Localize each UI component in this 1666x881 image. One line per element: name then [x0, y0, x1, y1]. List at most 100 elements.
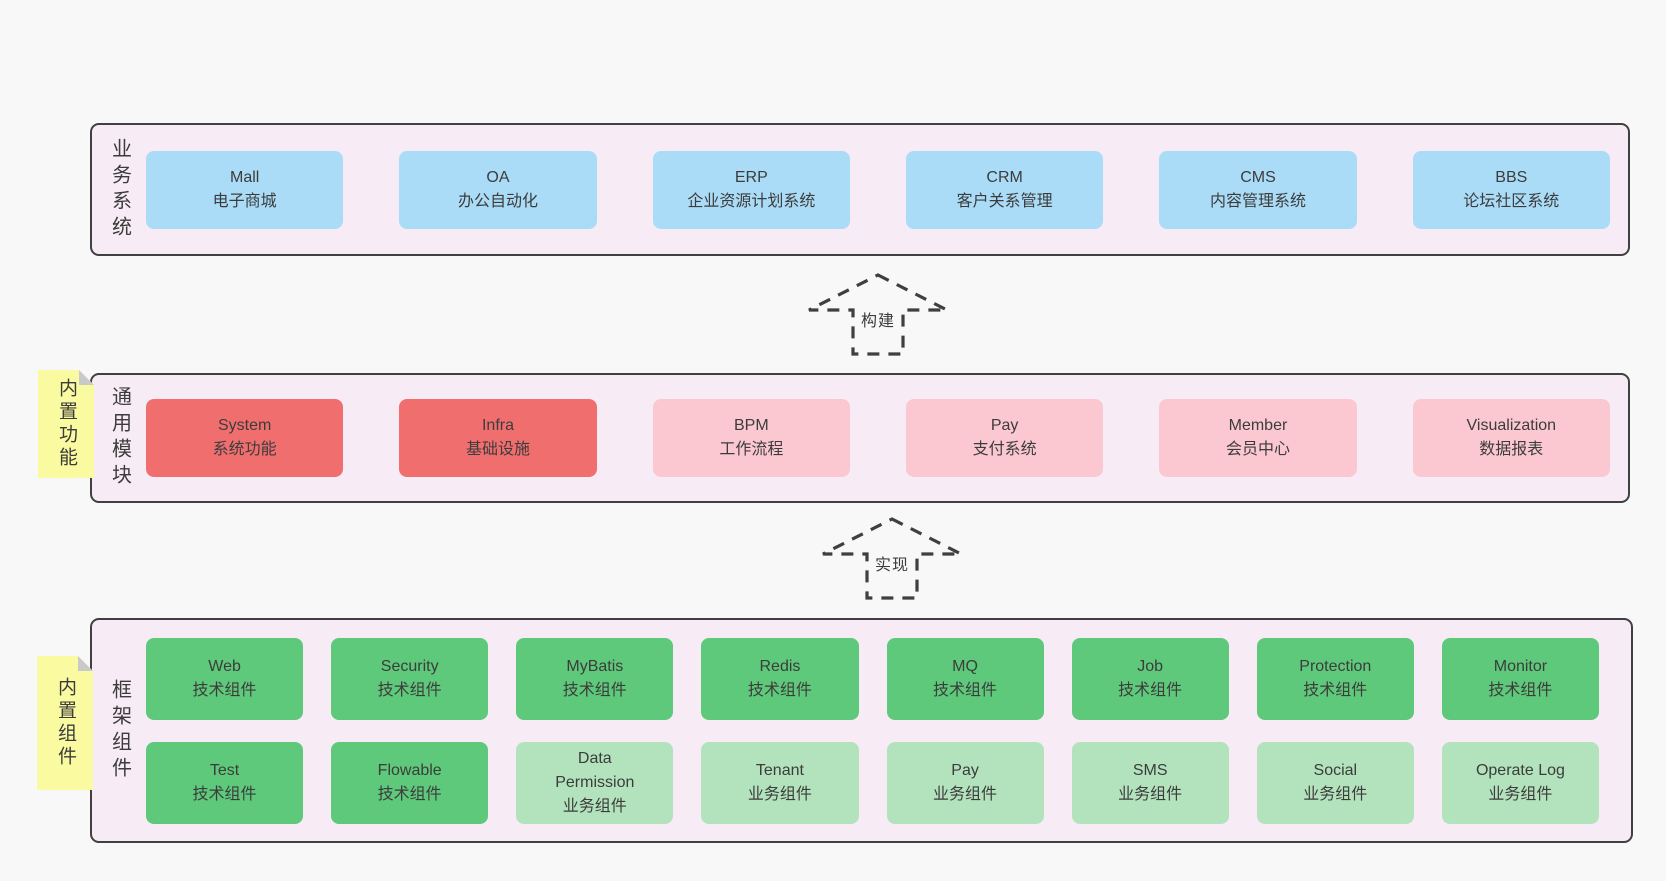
box-job: Job 技术组件 [1071, 637, 1229, 720]
box-title: Security [380, 657, 439, 675]
business-systems-row: Mall 电子商城 OA 办公自动化 ERP 企业资源计划系统 CRM 客户关系… [146, 150, 1610, 229]
arrow-label-build: 构建 [856, 306, 900, 332]
framework-components-grid: Web 技术组件 Security 技术组件 MyBatis 技术组件 Redi… [146, 637, 1599, 824]
box-subtitle: 支付系统 [972, 441, 1037, 458]
box-subtitle: 业务组件 [1303, 785, 1368, 803]
box-mq: MQ 技术组件 [886, 637, 1044, 720]
box-monitor: Monitor 技术组件 [1441, 637, 1599, 720]
band-label-common-modules: 通用模块 [92, 386, 146, 490]
box-subtitle: 基础设施 [465, 441, 530, 458]
box-title: MQ [952, 657, 978, 675]
box-subtitle: 业务组件 [933, 785, 998, 803]
sticky-note-text: 内置组件 [54, 677, 76, 769]
box-social: Social 业务组件 [1256, 741, 1414, 824]
box-subtitle: 系统功能 [212, 441, 277, 458]
dashed-up-arrow-implement: 实现 [820, 517, 964, 601]
box-title: BPM [733, 417, 769, 434]
common-modules-row: System 系统功能 Infra 基础设施 BPM 工作流程 Pay 支付系统… [146, 399, 1610, 477]
sticky-note-text: 内置功能 [55, 378, 77, 470]
box-title: Test [209, 761, 240, 779]
box-subtitle: 技术组件 [933, 681, 998, 699]
box-title: ERP [734, 168, 768, 186]
box-sms: SMS 业务组件 [1071, 741, 1229, 824]
box-subtitle: 业务组件 [1488, 785, 1553, 803]
box-operate-log: Operate Log 业务组件 [1441, 741, 1599, 824]
box-title: Operate Log [1475, 761, 1565, 779]
box-title: Member [1228, 417, 1288, 434]
box-title: CMS [1240, 168, 1276, 186]
band-common-modules: 通用模块 System 系统功能 Infra 基础设施 BPM 工作流程 Pay… [90, 373, 1630, 503]
box-subtitle: 技术组件 [1303, 681, 1368, 699]
box-subtitle: 技术组件 [377, 785, 442, 803]
box-title: Protection [1299, 657, 1372, 675]
box-title: BBS [1495, 168, 1528, 186]
box-test: Test 技术组件 [146, 741, 304, 824]
box-title: Job [1137, 657, 1164, 675]
box-title: Infra [481, 417, 514, 434]
box-subtitle: 客户关系管理 [956, 192, 1053, 210]
box-pay-component: Pay 业务组件 [886, 741, 1044, 824]
box-bpm: BPM 工作流程 [652, 399, 850, 477]
framework-components-row-2: Test 技术组件 Flowable 技术组件 Data Permission … [146, 741, 1599, 824]
box-visualization: Visualization 数据报表 [1412, 399, 1610, 477]
box-subtitle: 论坛社区系统 [1463, 192, 1560, 210]
box-data-permission: Data Permission 业务组件 [516, 741, 674, 824]
box-title: Monitor [1493, 657, 1548, 675]
sticky-note-builtin-components: 内置组件 [37, 656, 93, 790]
box-title: Pay [951, 761, 979, 779]
box-security: Security 技术组件 [331, 637, 489, 720]
dashed-up-arrow-build: 构建 [806, 273, 950, 357]
box-title: OA [486, 168, 510, 186]
box-member: Member 会员中心 [1159, 399, 1357, 477]
box-crm: CRM 客户关系管理 [905, 150, 1104, 229]
box-subtitle: 业务组件 [747, 785, 812, 803]
box-title: Web [208, 657, 241, 675]
box-subtitle: 技术组件 [192, 785, 257, 803]
box-redis: Redis 技术组件 [701, 637, 859, 720]
box-title: SMS [1132, 761, 1168, 779]
box-subtitle: 业务组件 [1118, 785, 1183, 803]
band-label-business-systems: 业务系统 [92, 138, 146, 242]
folded-corner-icon [78, 656, 93, 671]
box-subtitle: 企业资源计划系统 [687, 192, 816, 210]
box-title: Visualization [1466, 417, 1557, 434]
box-protection: Protection 技术组件 [1256, 637, 1414, 720]
up-arrow-icon [808, 273, 948, 356]
box-cms: CMS 内容管理系统 [1159, 150, 1357, 229]
box-subtitle: 数据报表 [1479, 441, 1544, 458]
box-subtitle: 工作流程 [719, 441, 784, 458]
band-business-systems: 业务系统 Mall 电子商城 OA 办公自动化 ERP 企业资源计划系统 CRM… [90, 123, 1630, 256]
box-subtitle: 内容管理系统 [1209, 192, 1306, 210]
box-subtitle: 技术组件 [377, 681, 442, 699]
box-subtitle: 办公自动化 [457, 192, 538, 210]
up-arrow-icon [822, 517, 962, 600]
box-title: Pay [990, 417, 1019, 434]
box-pay: Pay 支付系统 [905, 399, 1104, 477]
band-label-framework-components: 框架组件 [92, 679, 146, 783]
box-erp: ERP 企业资源计划系统 [652, 150, 850, 229]
band-framework-components: 框架组件 Web 技术组件 Security 技术组件 MyBatis 技术组件… [90, 618, 1633, 843]
box-flowable: Flowable 技术组件 [331, 741, 489, 824]
box-title: System [217, 417, 272, 434]
box-title: Social [1313, 761, 1358, 779]
box-subtitle: 技术组件 [747, 681, 812, 699]
box-subtitle: 技术组件 [192, 681, 257, 699]
box-subtitle: 技术组件 [1488, 681, 1553, 699]
box-title: Redis [759, 657, 801, 675]
box-bbs: BBS 论坛社区系统 [1412, 150, 1610, 229]
box-title: MyBatis [566, 657, 624, 675]
sticky-note-builtin-features: 内置功能 [38, 370, 94, 478]
box-title: Mall [229, 168, 260, 186]
folded-corner-icon [79, 370, 94, 385]
band-label-text: 框架组件 [108, 678, 131, 783]
arrow-label-implement: 实现 [870, 550, 914, 576]
box-title: Flowable [377, 761, 442, 779]
box-subtitle: 业务组件 [562, 797, 627, 815]
box-title: CRM [986, 168, 1023, 186]
box-web: Web 技术组件 [146, 637, 304, 720]
box-title: Data Permission [555, 749, 635, 791]
box-infra: Infra 基础设施 [399, 399, 597, 477]
box-system: System 系统功能 [146, 399, 344, 477]
box-mall: Mall 电子商城 [146, 150, 344, 229]
